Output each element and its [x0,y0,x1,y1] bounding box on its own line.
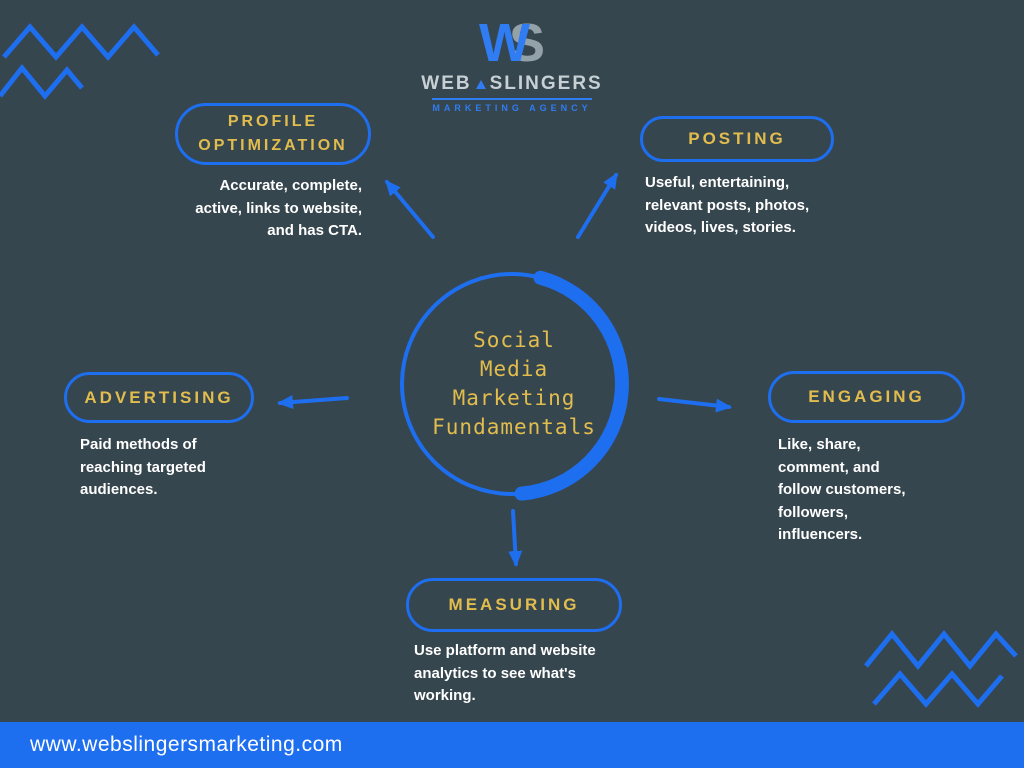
node-engaging: ENGAGING [768,371,965,423]
logo-letter-s: S [508,13,545,73]
logo-name: WEB SLINGERS [0,74,1024,93]
node-engaging-description: Like, share, comment, and follow custome… [778,436,906,543]
node-measuring: MEASURING [406,578,622,632]
arrow-to-posting [576,172,618,239]
zigzag-bottom-right [864,630,1018,708]
node-posting: POSTING [640,116,834,162]
arrow-to-engaging [657,397,732,413]
logo-name-left: WEB [421,73,472,94]
footer-bar: www.webslingersmarketing.com [0,722,1024,768]
logo-divider [432,98,592,100]
logo-tagline: MARKETING AGENCY [432,103,592,113]
logo-monogram: WS [0,16,1024,70]
node-posting-description: Useful, entertaining, relevant posts, ph… [645,174,810,236]
footer-website-url[interactable]: www.webslingersmarketing.com [30,733,343,756]
logo-letter-w: W [479,13,530,73]
node-measuring-description: Use platform and website analytics to se… [414,642,596,704]
node-profile-optimization-description: Accurate, complete, active, links to web… [195,177,362,239]
arrow-to-advertising [277,395,349,410]
arrow-to-measuring [508,509,523,567]
node-advertising-description: Paid methods of reaching targeted audien… [80,436,206,498]
spider-icon [475,80,486,89]
logo-name-right: SLINGERS [489,73,603,94]
node-profile-optimization: PROFILE OPTIMIZATION [175,103,371,165]
logo: WS WEB SLINGERS MARKETING AGENCY [0,16,1024,113]
node-advertising: ADVERTISING [64,372,254,423]
center-topic-title: Social Media Marketing Fundamentals [432,328,596,439]
arrow-to-profile-optimization [385,179,435,239]
